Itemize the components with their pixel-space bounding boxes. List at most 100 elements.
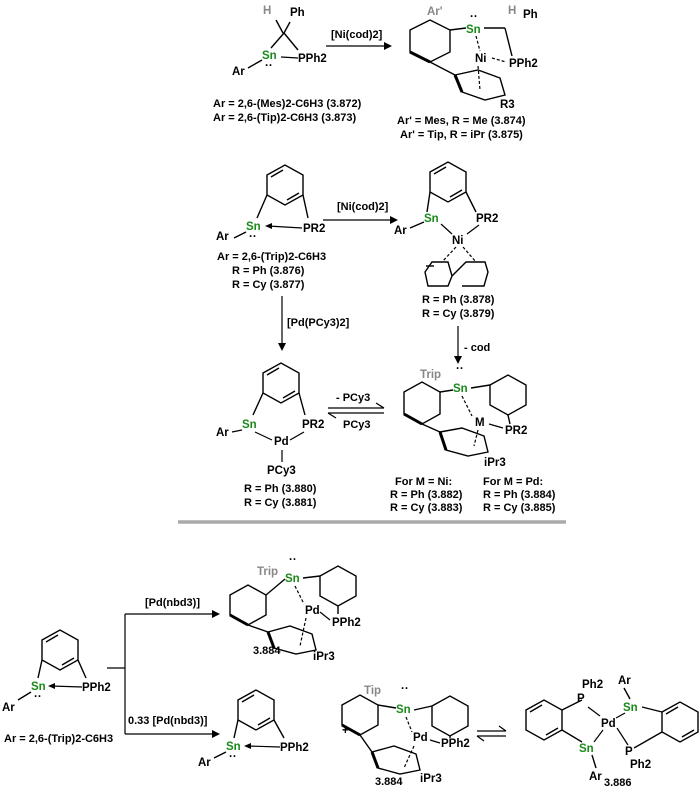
atom-pr2: PR2 bbox=[303, 223, 325, 235]
atom-sn: Sn bbox=[31, 681, 46, 693]
ni-r-cy-label: R = Cy (3.879) bbox=[422, 308, 495, 320]
atom-ar: Ar bbox=[394, 225, 407, 237]
atom-ar: Ar bbox=[216, 427, 229, 439]
ni-chelate-cy-label: R = Cy (3.883) bbox=[390, 502, 463, 514]
plus-sign: + bbox=[342, 725, 349, 737]
atom-pph2: PPh2 bbox=[280, 742, 309, 754]
ar-definition: Ar = 2,6-(Trip)2-C6H3 bbox=[4, 733, 113, 745]
ar-definition: Ar = 2,6-(Trip)2-C6H3 bbox=[217, 251, 326, 263]
atom-ar: Ar bbox=[589, 771, 602, 783]
bottom-branch-arrows: [Pd(nbd3)] 0.33 [Pd(nbd3)] bbox=[107, 597, 220, 738]
atom-ipr3: iPr3 bbox=[420, 773, 442, 785]
compound-label: 3.886 bbox=[604, 777, 632, 789]
atom-pph2: PPh2 bbox=[441, 738, 470, 750]
atom-sn: Sn bbox=[453, 383, 468, 395]
middle-equilibrium: - PCy3 PCy3 bbox=[327, 392, 385, 431]
atom-sn: Sn bbox=[424, 213, 439, 225]
atom-pr2: PR2 bbox=[505, 425, 527, 437]
lone-pair: ·· bbox=[401, 683, 409, 695]
bottom-stannylene-recovered: Sn ·· PPh2 Ar + bbox=[198, 689, 349, 769]
top-product-nickel: Ar' Sn ·· H Ph PPh2 Ni R3 bbox=[409, 5, 538, 111]
atom-pr2: PR2 bbox=[476, 213, 498, 225]
bottom-dimer-886: P Ph2 Sn Ar Pd Sn Ar P Ph2 3.886 bbox=[525, 675, 699, 789]
atom-ph: Ph bbox=[523, 9, 538, 21]
atom-ipr3: iPr3 bbox=[313, 651, 335, 663]
atom-pd: Pd bbox=[601, 718, 616, 730]
lone-pair: ·· bbox=[470, 11, 478, 23]
atom-sn: Sn bbox=[226, 741, 241, 753]
atom-sn: Sn bbox=[246, 221, 261, 233]
atom-pd: Pd bbox=[274, 436, 289, 448]
pd-r-ph-label: R = Ph (3.880) bbox=[244, 483, 317, 495]
lone-pair: ·· bbox=[249, 231, 257, 243]
r-cy-label: R = Cy (3.877) bbox=[232, 279, 305, 291]
atom-h: H bbox=[263, 5, 271, 17]
atom-pph2: PPh2 bbox=[298, 53, 327, 65]
ar-definition-1: Ar = 2,6-(Mes)2-C6H3 (3.872) bbox=[213, 98, 362, 110]
middle-pd-pcy3-complex: Sn Ar PR2 Pd PCy3 R = Ph (3.880) R = Cy … bbox=[216, 362, 324, 509]
atom-pph2: PPh2 bbox=[82, 682, 111, 694]
middle-arrow-ni: [Ni(cod)2] bbox=[323, 201, 398, 224]
atom-sn: Sn bbox=[396, 704, 411, 716]
atom-sn: Sn bbox=[623, 702, 638, 714]
middle-arrow-cod: - cod bbox=[454, 326, 490, 364]
atom-sn: Sn bbox=[242, 419, 257, 431]
atom-p: P bbox=[625, 746, 633, 758]
atom-h: H bbox=[508, 5, 516, 17]
atom-ipr3: iPr3 bbox=[484, 457, 506, 469]
middle-chelate-complex: Trip ·· Sn PR2 M iPr3 For M = Ni: R = Ph… bbox=[390, 363, 556, 514]
atom-m: M bbox=[475, 417, 485, 429]
atom-tip: Tip bbox=[364, 685, 381, 697]
pcy3-gain-label: PCy3 bbox=[343, 419, 371, 431]
reagent-b-label: 0.33 [Pd(nbd3)] bbox=[128, 715, 208, 727]
middle-ni-cod-complex: Sn PR2 Ar Ni R = Ph (3.878) R = Cy (3.87… bbox=[394, 161, 498, 320]
pd-chelate-ph-label: R = Ph (3.884) bbox=[483, 489, 556, 501]
cod-loss-label: - cod bbox=[464, 342, 490, 354]
reagent-a-label: [Pd(nbd3)] bbox=[145, 597, 200, 609]
bottom-product-884-a: Trip ·· Sn PPh2 Pd iPr3 3.884 bbox=[229, 554, 361, 663]
atom-sn: Sn bbox=[285, 573, 300, 585]
atom-ar: Ar bbox=[232, 66, 245, 78]
top-labels: Ar = 2,6-(Mes)2-C6H3 (3.872) Ar = 2,6-(T… bbox=[213, 98, 526, 141]
bottom-reactant: Sn ·· PPh2 Ar Ar = 2,6-(Trip)2-C6H3 bbox=[2, 629, 113, 745]
pd-reagent-label: [Pd(PCy3)2] bbox=[287, 317, 350, 329]
atom-pph2: PPh2 bbox=[509, 58, 538, 70]
pd-chelate-cy-label: R = Cy (3.885) bbox=[483, 502, 556, 514]
pcy3-loss-label: - PCy3 bbox=[336, 392, 370, 404]
lone-pair: ·· bbox=[456, 363, 464, 375]
atom-ph: Ph bbox=[290, 7, 305, 19]
pd-r-cy-label: R = Cy (3.881) bbox=[244, 497, 317, 509]
atom-p: P bbox=[577, 693, 585, 705]
ar-definition-2: Ar = 2,6-(Tip)2-C6H3 (3.873) bbox=[213, 112, 356, 124]
atom-trip: Trip bbox=[420, 369, 441, 381]
atom-trip: Trip bbox=[257, 566, 278, 578]
atom-ar-prime: Ar' bbox=[427, 6, 443, 18]
lone-pair: ·· bbox=[289, 554, 297, 566]
atom-pd: Pd bbox=[305, 605, 320, 617]
ni-r-ph-label: R = Ph (3.878) bbox=[422, 294, 495, 306]
atom-ar: Ar bbox=[216, 231, 229, 243]
atom-pr2: PR2 bbox=[302, 419, 324, 431]
middle-arrow-pd: [Pd(PCy3)2] bbox=[278, 296, 350, 351]
atom-sn: Sn bbox=[466, 24, 481, 36]
compound-label: 3.884 bbox=[375, 776, 403, 788]
product-definition-2: Ar' = Tip, R = iPr (3.875) bbox=[400, 129, 523, 141]
atom-pph2: PPh2 bbox=[332, 617, 361, 629]
atom-pcy3: PCy3 bbox=[267, 465, 296, 477]
top-reactant-stannylene: H Ph Sn PPh2 ·· Ar bbox=[232, 5, 327, 78]
for-ni-label: For M = Ni: bbox=[395, 476, 452, 488]
atom-ar: Ar bbox=[618, 675, 631, 687]
ni-chelate-ph-label: R = Ph (3.882) bbox=[390, 489, 463, 501]
atom-sn: Sn bbox=[262, 50, 277, 62]
lone-pair: ·· bbox=[265, 60, 273, 72]
atom-ar: Ar bbox=[198, 757, 211, 769]
bottom-product-884-b: Tip ·· Sn PPh2 Pd iPr3 3.884 bbox=[341, 683, 470, 788]
atom-ph2: Ph2 bbox=[582, 679, 603, 691]
atom-r3: R3 bbox=[500, 99, 515, 111]
bottom-equilibrium bbox=[476, 725, 507, 742]
for-pd-label: For M = Pd: bbox=[483, 476, 543, 488]
atom-ar: Ar bbox=[2, 702, 15, 714]
lone-pair: ·· bbox=[34, 691, 42, 703]
middle-reactant: Sn ·· PR2 Ar Ar = 2,6-(Trip)2-C6H3 R = P… bbox=[216, 164, 326, 291]
atom-sn: Sn bbox=[579, 743, 594, 755]
